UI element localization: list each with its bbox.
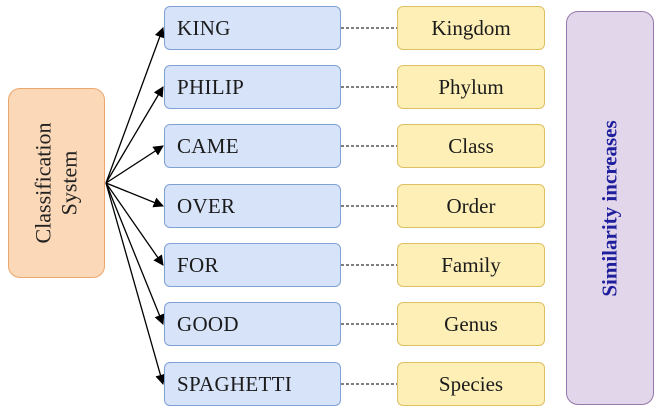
mnemonic-node-over: OVER: [164, 184, 341, 228]
rank-node-phylum: Phylum: [397, 65, 545, 109]
similarity-increases-label: Similarity increases: [597, 119, 622, 297]
root-line-1: Classification: [30, 122, 56, 244]
mnemonic-node-good: GOOD: [164, 302, 341, 346]
rank-node-class: Class: [397, 124, 545, 168]
arrow-to-mnemonic-5: [105, 182, 164, 266]
rank-node-order: Order: [397, 184, 545, 228]
arrow-to-mnemonic-4: [105, 182, 164, 208]
classification-system-label: Classification System: [31, 123, 83, 244]
rank-node-family: Family: [397, 243, 545, 287]
arrow-to-mnemonic-7: [105, 182, 166, 386]
arrow-to-mnemonic-6: [105, 182, 165, 325]
mnemonic-node-spaghetti: SPAGHETTI: [164, 362, 341, 406]
similarity-increases-panel: Similarity increases: [566, 11, 654, 405]
rank-node-kingdom: Kingdom: [397, 6, 545, 50]
arrow-to-mnemonic-3: [105, 145, 164, 184]
rank-node-genus: Genus: [397, 302, 545, 346]
mnemonic-node-for: FOR: [164, 243, 341, 287]
root-line-2: System: [56, 150, 82, 216]
mnemonic-node-came: CAME: [164, 124, 341, 168]
classification-system-node: Classification System: [8, 88, 105, 278]
mnemonic-node-philip: PHILIP: [164, 65, 341, 109]
arrow-to-mnemonic-2: [105, 86, 164, 184]
rank-node-species: Species: [397, 362, 545, 406]
mnemonic-node-king: KING: [164, 6, 341, 50]
arrow-to-mnemonic-1: [105, 27, 165, 184]
